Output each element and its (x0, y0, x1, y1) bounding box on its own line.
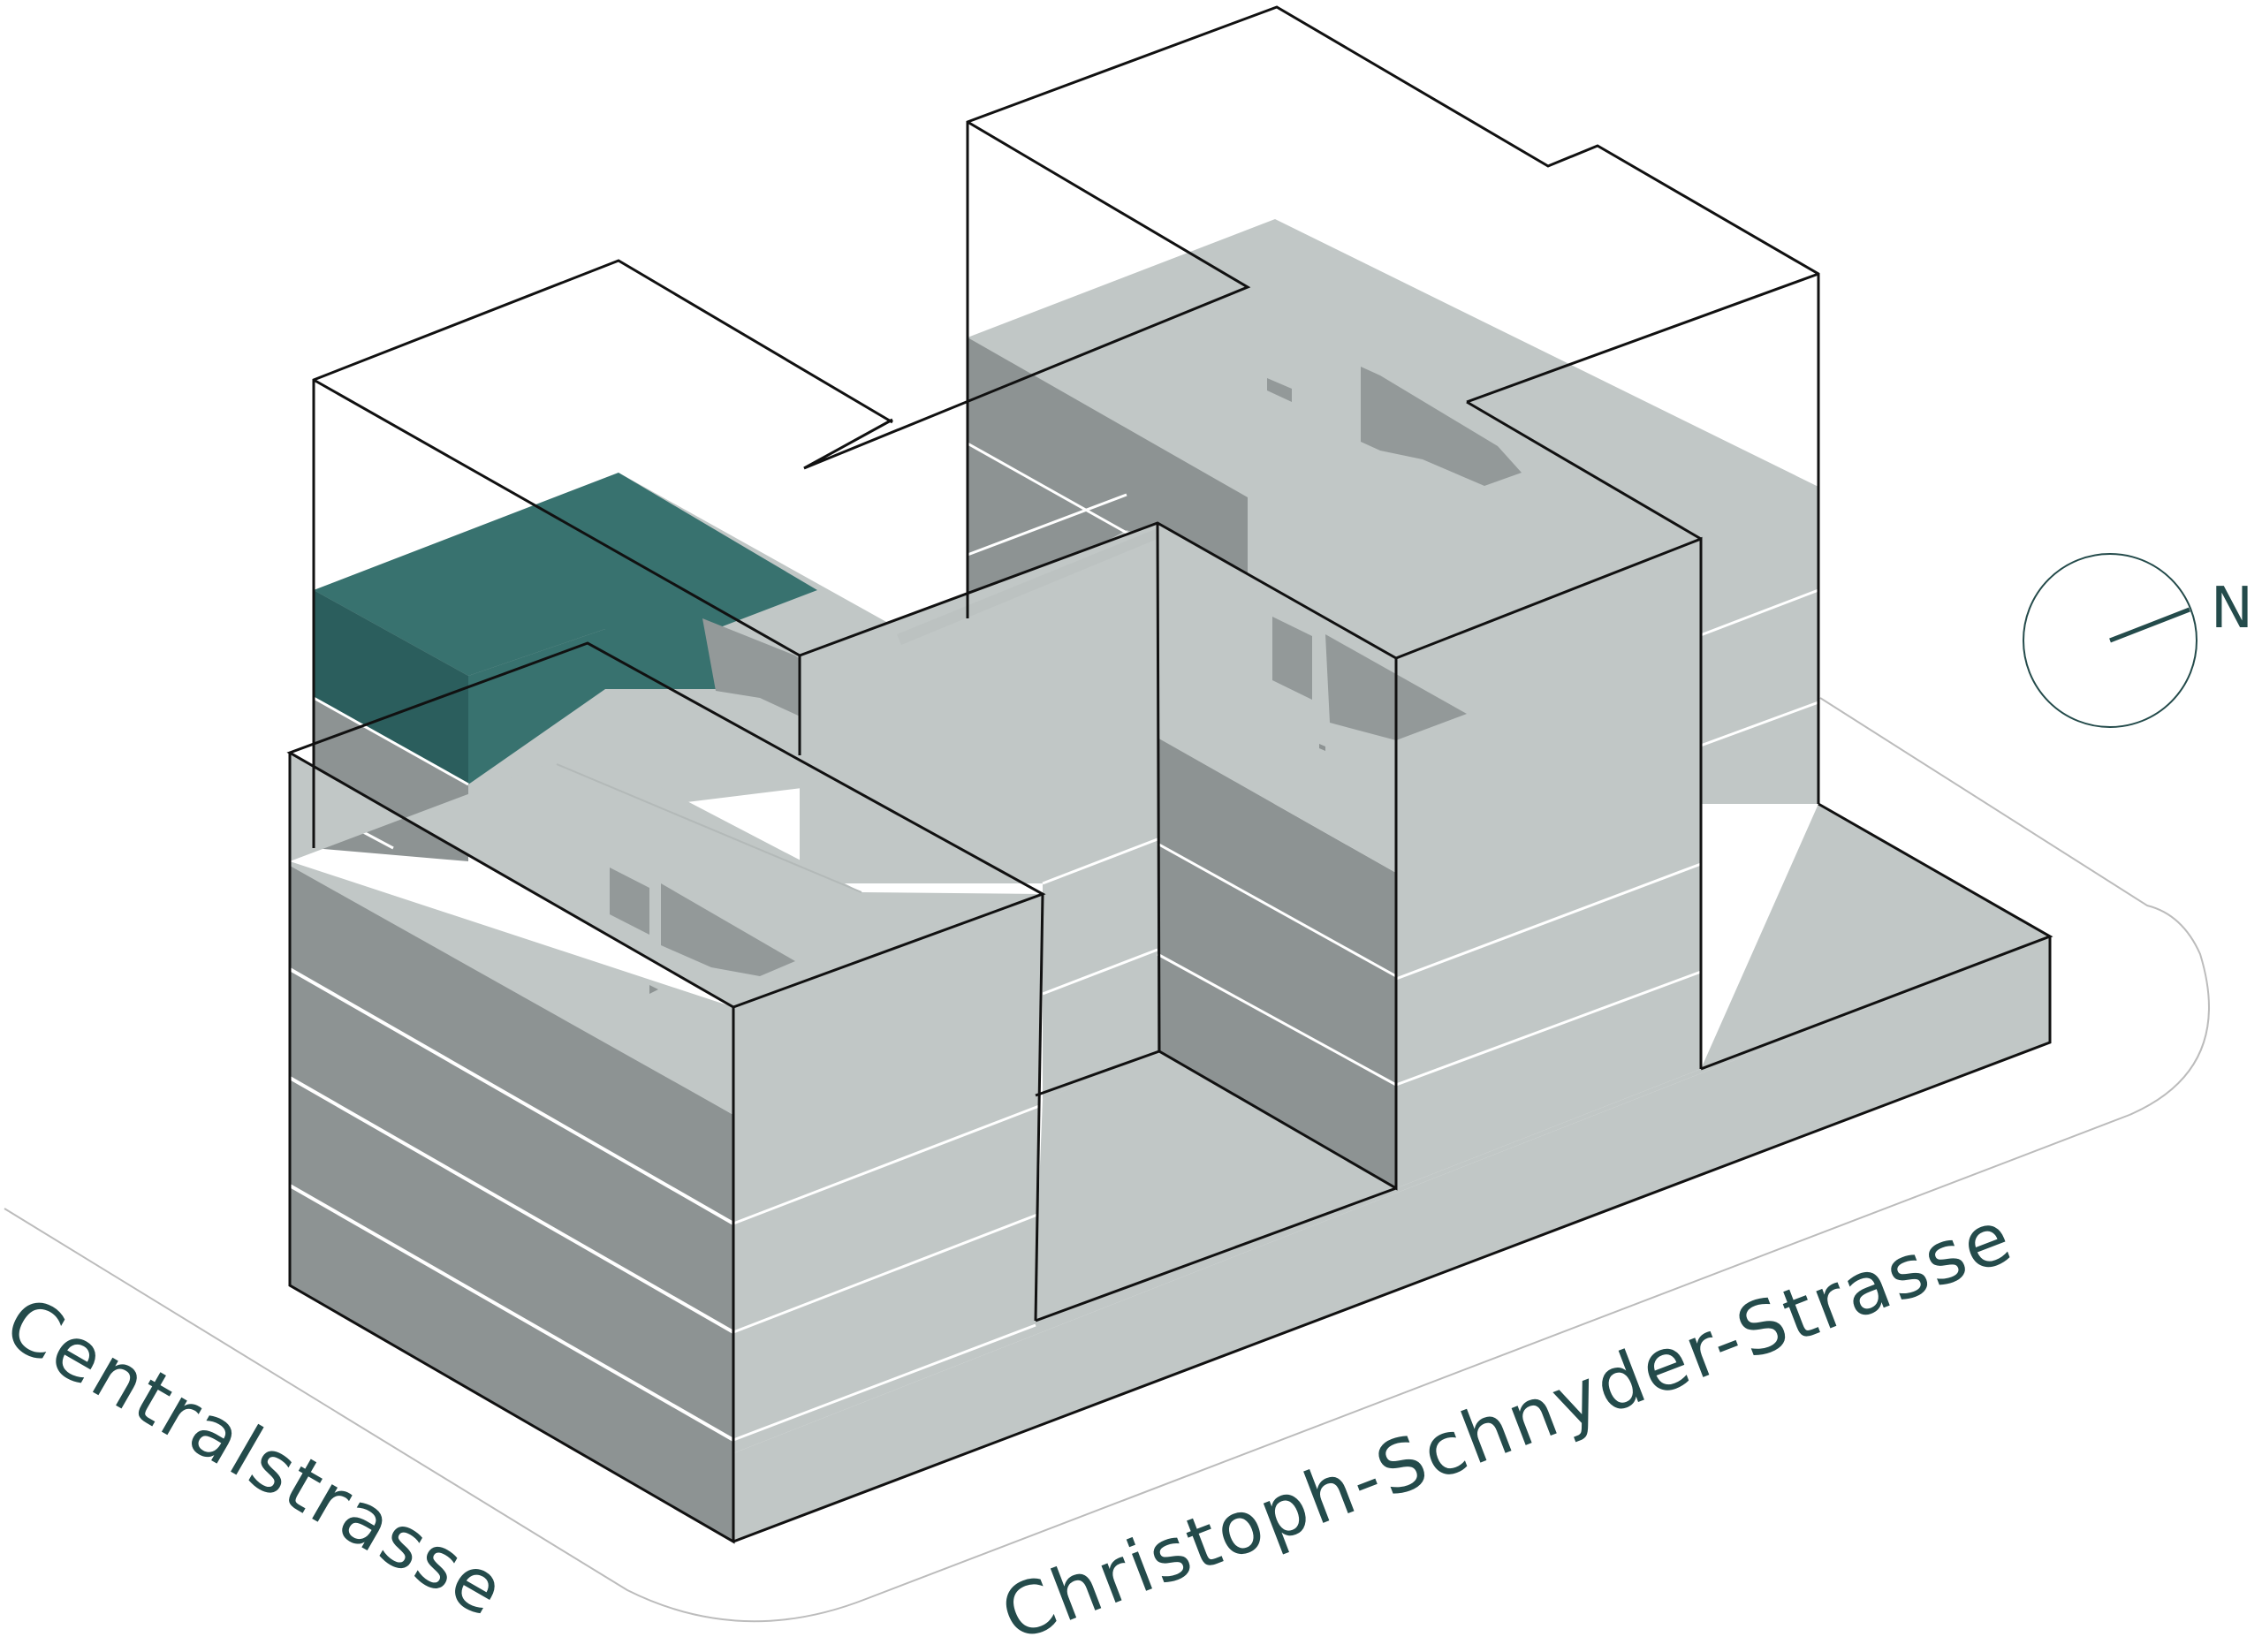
compass-circle (2023, 553, 2197, 728)
podium (733, 804, 2050, 1542)
podium-south-facade (733, 936, 2050, 1542)
front-tower-top-face (290, 749, 1043, 1007)
highlighted-unit-side (314, 590, 468, 784)
north-arrow-icon (2109, 607, 2190, 643)
middle-tower-west-facade (1158, 738, 1396, 1188)
middle-right-tower (1157, 523, 1702, 1188)
building-outlines (286, 5, 2053, 1544)
front-left-tower (289, 749, 1043, 1542)
north-label: N (2211, 576, 2253, 641)
middle-volume (800, 523, 1158, 1100)
back-left-tower (313, 473, 888, 861)
compass: N (2023, 553, 2253, 728)
highlighted-unit-top (314, 473, 817, 676)
street-outline (4, 697, 2210, 1623)
